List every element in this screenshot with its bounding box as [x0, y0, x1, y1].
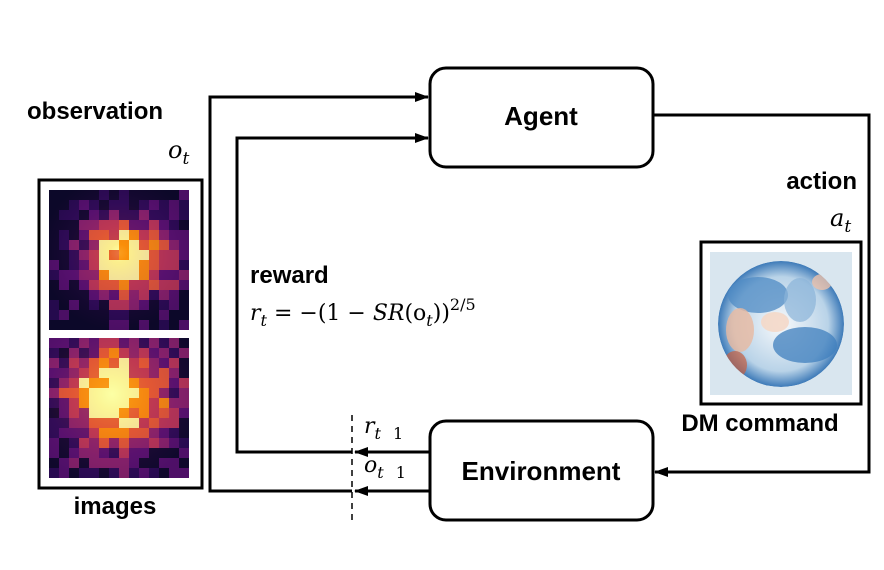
- environment-box: [428, 419, 655, 522]
- observation-label: observation: [27, 98, 163, 125]
- agent-label: Agent: [504, 101, 578, 131]
- dm-surface: [718, 261, 844, 387]
- agent-box: [428, 66, 655, 169]
- reward-label: reward: [250, 262, 329, 289]
- observation-symbol: ot: [168, 136, 189, 169]
- reward-formula: rt = −(1 − SR(ot))2/5: [250, 295, 476, 330]
- image-top: [49, 190, 189, 330]
- observation-arrow: [208, 92, 429, 493]
- action-symbol: at: [830, 204, 851, 237]
- image-bottom: [49, 338, 189, 478]
- dm-label: DM command: [681, 410, 838, 437]
- action-label: action: [786, 168, 857, 195]
- images-label: images: [74, 493, 157, 520]
- action-arrow: [653, 113, 871, 477]
- environment-label: Environment: [462, 456, 621, 486]
- reward-arrow: [235, 133, 429, 454]
